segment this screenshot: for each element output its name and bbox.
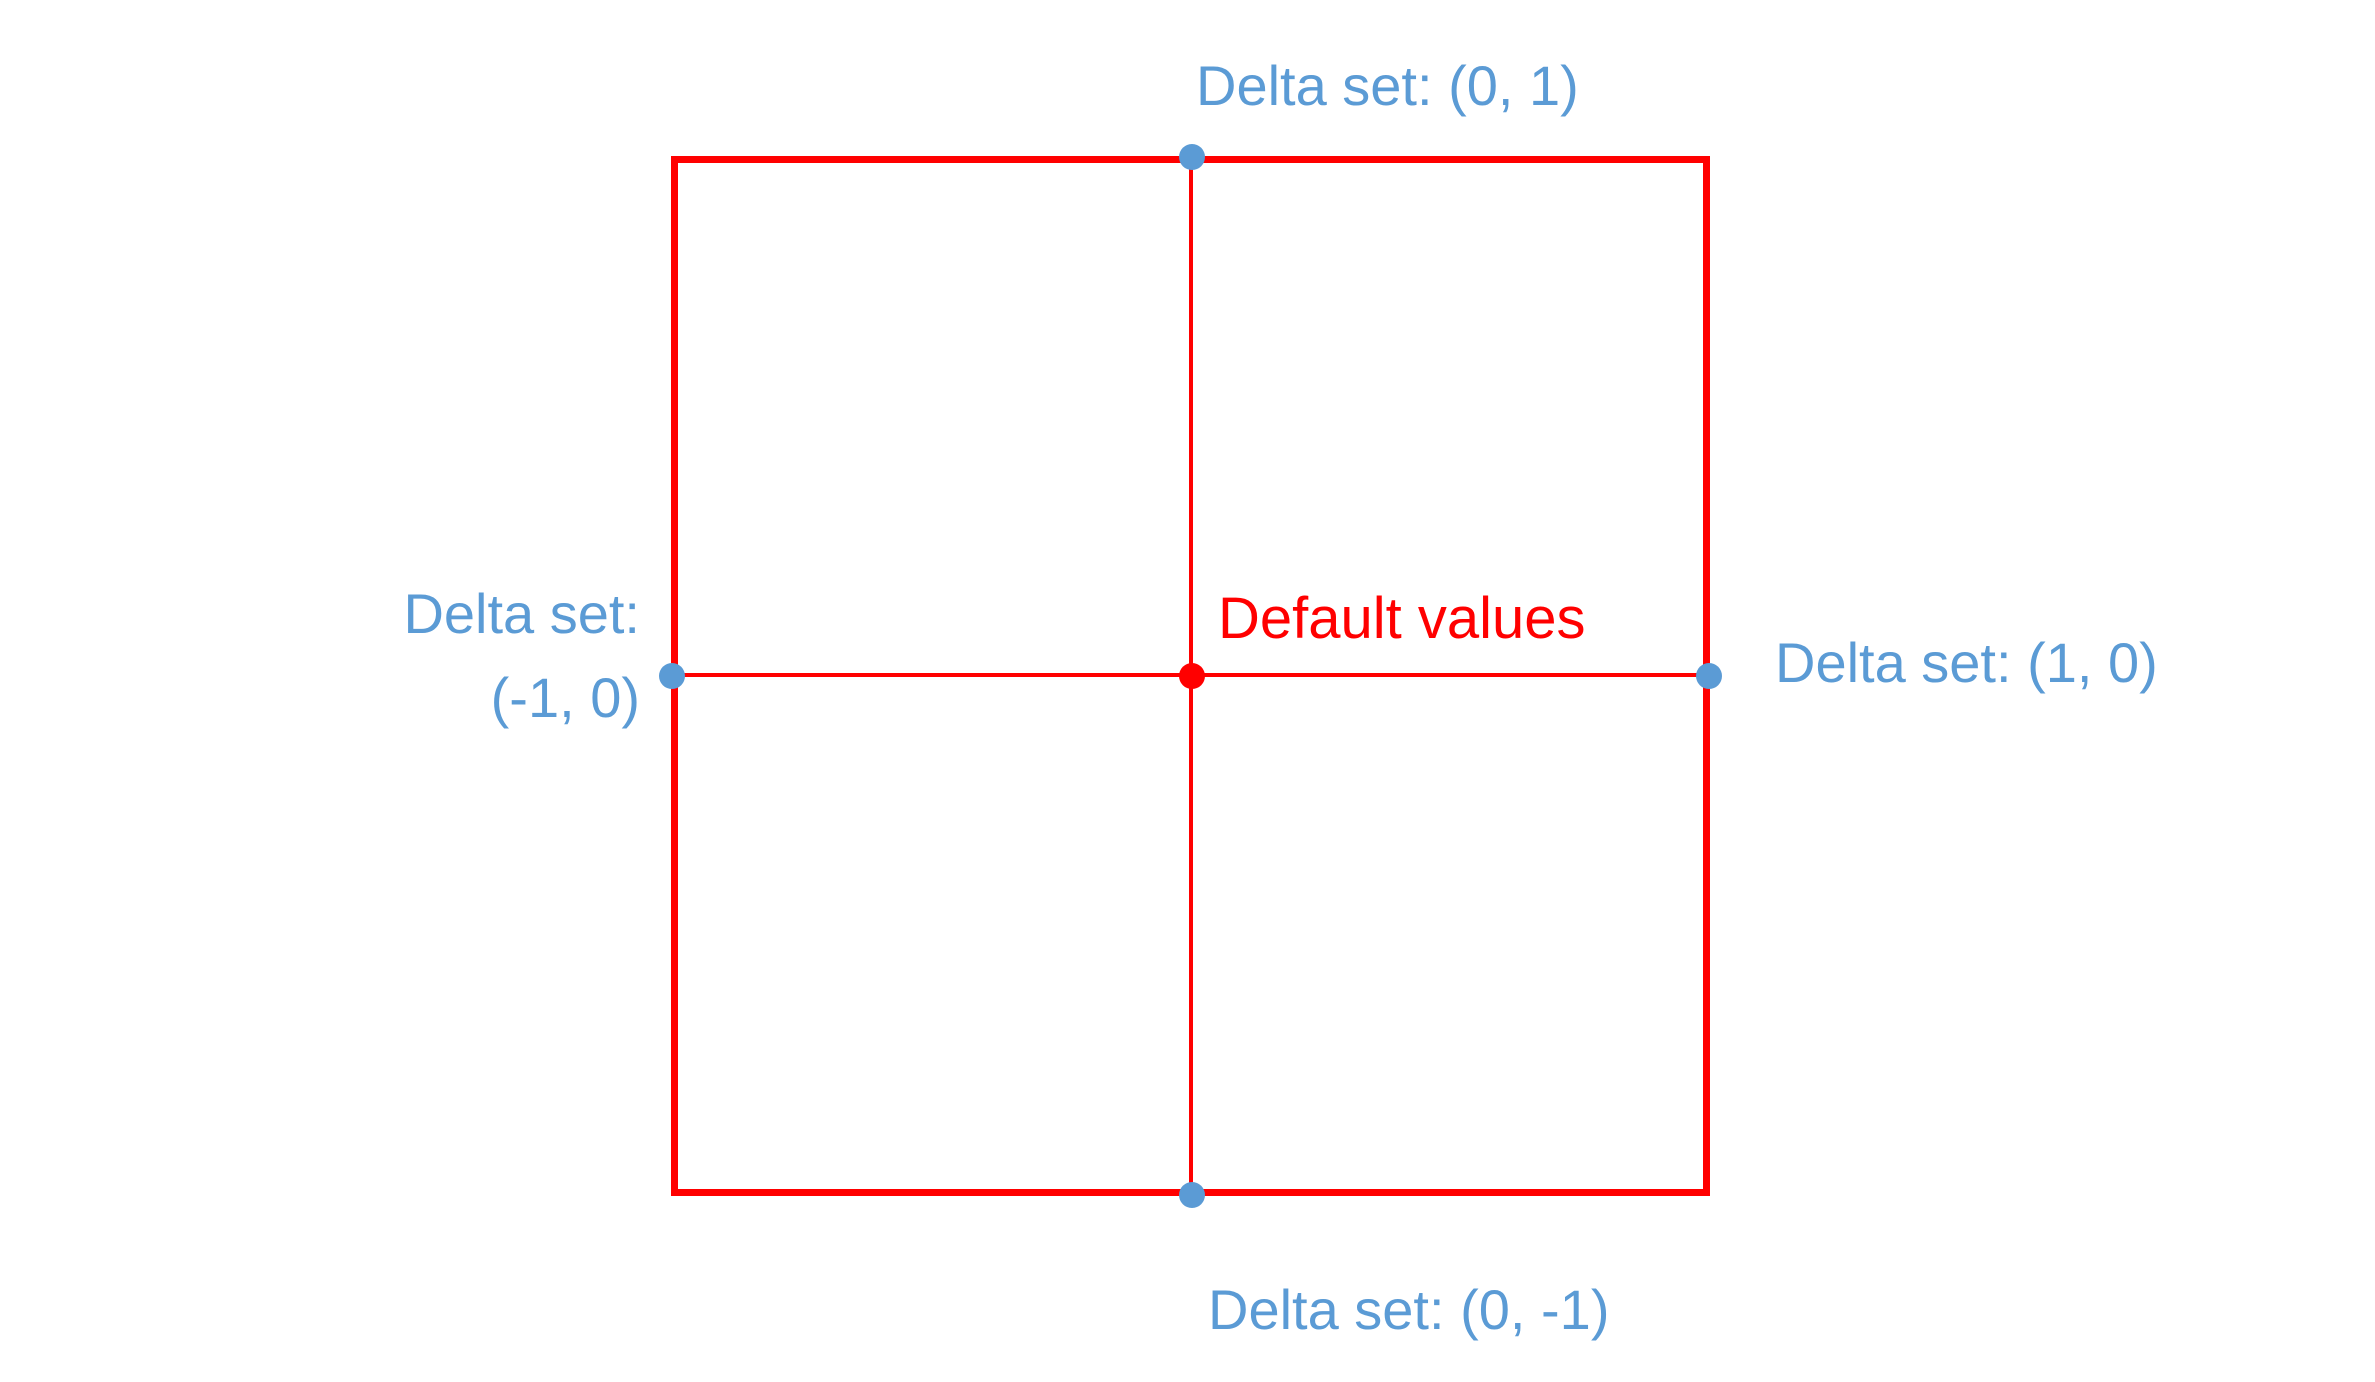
delta-point-right [1696,663,1722,689]
delta-point-bottom [1179,1182,1205,1208]
delta-label-left: Delta set: (-1, 0) [403,572,640,740]
delta-label-left-line1: Delta set: [403,582,640,645]
default-values-point [1179,663,1205,689]
delta-label-bottom: Delta set: (0, -1) [1208,1278,1610,1341]
default-values-label: Default values [1218,586,1586,651]
delta-label-right: Delta set: (1, 0) [1775,631,2158,694]
delta-label-left-line2: (-1, 0) [490,666,640,729]
delta-label-top: Delta set: (0, 1) [1196,54,1579,117]
delta-point-top [1179,144,1205,170]
delta-point-left [659,663,685,689]
